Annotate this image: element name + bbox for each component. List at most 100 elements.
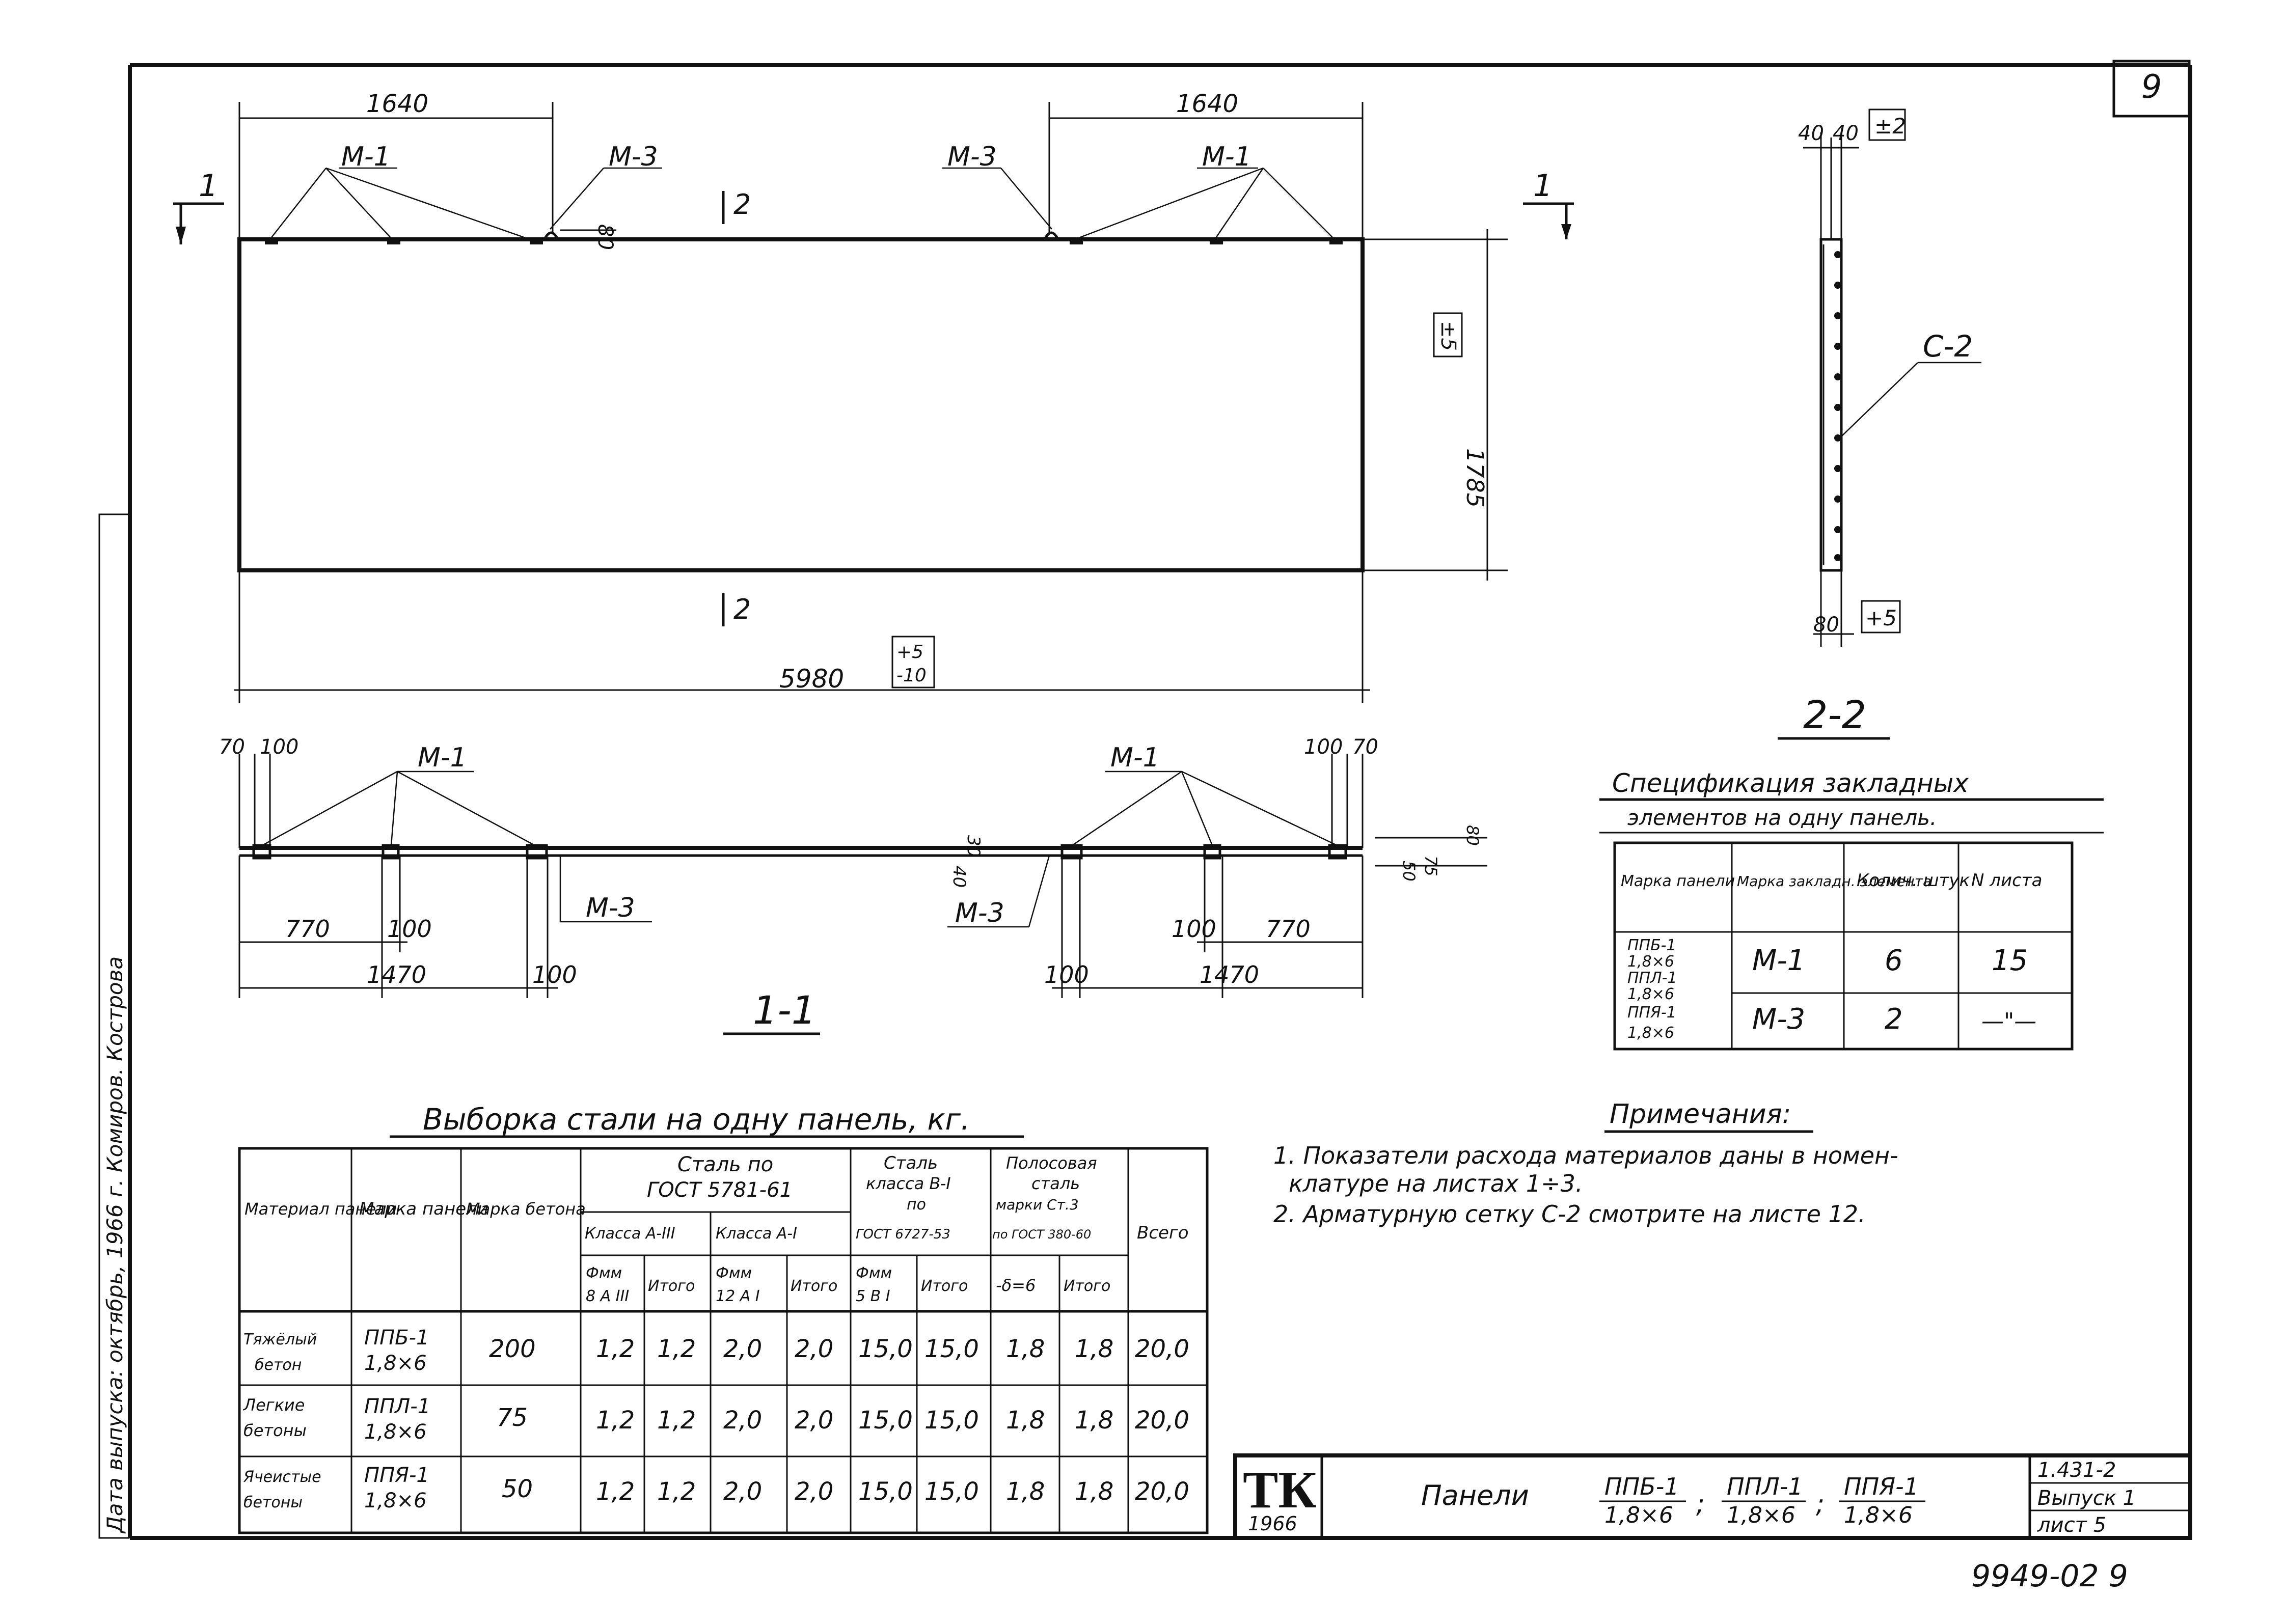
steel-h-b1-2: класса B-I: [866, 1174, 951, 1193]
row2-material-2: бетоны: [243, 1421, 307, 1440]
dim-80-top: 80: [593, 224, 617, 250]
embedded-marks-top: [265, 238, 1343, 244]
steel-h-gost-2: ГОСТ 5781-61: [647, 1178, 793, 1202]
row1-v5: 15,0: [858, 1335, 913, 1363]
row2-mark-2: 1,8×6: [364, 1420, 427, 1444]
plan-dim-40: 40: [949, 866, 969, 888]
plan-dim-80: 80: [1463, 825, 1482, 846]
row1-material-1: Тяжёлый: [243, 1331, 317, 1348]
spec-title-2: элементов на одну панель.: [1627, 805, 1937, 830]
plan-dim-100-right: 100: [1304, 735, 1343, 759]
spec-mark-2: ППЛ-1: [1627, 969, 1677, 987]
plan-dim-1470-left: 1470: [367, 961, 426, 988]
spec-el-1: М-1: [1752, 944, 1805, 977]
row2-concrete: 75: [497, 1403, 528, 1432]
notes-title: Примечания:: [1610, 1099, 1791, 1130]
section-2-2: 40 40 ±2 80 +5 С-2 2-2: [1778, 108, 1981, 740]
title-sheet: лист 5: [2037, 1513, 2106, 1537]
steel-h-b1-4: ГОСТ 6727-53: [856, 1227, 950, 1242]
spec-mark-1: ППБ-1: [1627, 937, 1676, 954]
spec-table: Спецификация закладных элементов на одну…: [1599, 768, 2104, 1051]
row3-v7: 1,8: [1006, 1477, 1045, 1506]
section-1-1: 70 100 100 70 М-1 М-1 М-3 М-3 30 40 50 7…: [219, 735, 1487, 1035]
steel-h-itogo-1: Итого: [648, 1277, 695, 1295]
title-series: 1.431-2: [2037, 1458, 2116, 1482]
length-dim: 5980: [779, 664, 844, 694]
bottom-code: 9949-02 9: [1971, 1558, 2128, 1594]
row3-mark-2: 1,8×6: [364, 1489, 427, 1512]
title-p2-top: ППЛ-1: [1727, 1473, 1803, 1500]
sec22-dim-40a: 40: [1798, 122, 1824, 145]
steel-h-d12-2: 12 А I: [716, 1287, 760, 1305]
plan-dim-1470-right: 1470: [1200, 961, 1259, 988]
length-tol-minus: -10: [896, 665, 927, 686]
sheet-number: 9: [2141, 68, 2162, 106]
row3-v9: 20,0: [1135, 1477, 1189, 1506]
row3-v1: 1,2: [596, 1477, 635, 1506]
row1-mark-2: 1,8×6: [364, 1352, 427, 1375]
spec-sheet-2: —"—: [1981, 1008, 2036, 1034]
plan-label-m1-left: М-1: [418, 742, 467, 773]
row3-mark-1: ППЯ-1: [364, 1464, 429, 1487]
dim-top-right: 1640: [1176, 90, 1238, 118]
plan-dim-100-left: 100: [260, 735, 298, 759]
label-m3-right: М-3: [947, 142, 997, 172]
row1-v2: 1,2: [657, 1335, 696, 1363]
dim-top-left: 1640: [366, 90, 428, 118]
title-sep-1: ;: [1696, 1489, 1705, 1519]
steel-h-delta: -δ=6: [996, 1276, 1036, 1295]
height-dim: 1785: [1461, 448, 1489, 508]
row3-v5: 15,0: [858, 1477, 913, 1506]
steel-h-d12-1: Фмм: [716, 1264, 752, 1282]
sec22-tol-top: ±2: [1874, 114, 1906, 139]
title-block: ТК 1966 Панели ППБ-1 1,8×6 ; ППЛ-1 1,8×6…: [1233, 1453, 2192, 1540]
plan-dim-100-c: 100: [1044, 961, 1089, 988]
steel-h-strip-3: марки Ст.3: [996, 1196, 1079, 1213]
row1-mark-1: ППБ-1: [364, 1326, 429, 1350]
steel-h-total-all: Всего: [1137, 1223, 1189, 1243]
plan-dim-70-left: 70: [219, 735, 245, 759]
length-tol-plus: +5: [896, 642, 923, 663]
sheet-frame: [128, 63, 2192, 1540]
spec-h-element: Марка закладн. элемента: [1737, 873, 1931, 890]
spec-mark-1-size: 1,8×6: [1627, 953, 1674, 971]
spec-sheet-1: 15: [1992, 944, 2028, 977]
plan-dim-70-right: 70: [1352, 735, 1378, 759]
spec-count-2: 2: [1885, 1003, 1903, 1036]
sec22-dim-40b: 40: [1833, 122, 1859, 145]
row1-v3: 2,0: [723, 1335, 762, 1363]
steel-h-b1-3: по: [907, 1196, 926, 1214]
spec-el-2: М-3: [1752, 1003, 1805, 1036]
spec-mark-3: ППЯ-1: [1627, 1004, 1676, 1022]
plan-dim-30: 30: [963, 835, 984, 857]
spec-mark-2-size: 1,8×6: [1627, 985, 1674, 1003]
steel-h-mark: Марка панели: [359, 1199, 488, 1219]
label-m1-right: М-1: [1202, 142, 1251, 172]
row2-v3: 2,0: [723, 1406, 762, 1435]
note-line-1: 1. Показатели расхода материалов даны в …: [1273, 1142, 1898, 1169]
plan-dim-770-right: 770: [1266, 915, 1311, 943]
row2-v5: 15,0: [858, 1406, 913, 1435]
plan-label-m3-right: М-3: [955, 898, 1004, 928]
note-line-3: 2. Арматурную сетку С-2 смотрите на лист…: [1273, 1200, 1866, 1228]
row3-concrete: 50: [502, 1475, 533, 1503]
plan-label-m1-right: М-1: [1110, 742, 1160, 773]
sec22-label-c2: С-2: [1923, 329, 1973, 364]
panel-outline: [237, 237, 1365, 572]
row2-v4: 2,0: [795, 1406, 833, 1435]
row1-v6: 15,0: [924, 1335, 979, 1363]
row3-v2: 1,2: [657, 1477, 696, 1506]
tk-logo: ТК: [1243, 1461, 1317, 1519]
height-tolerance: ±5: [1436, 321, 1460, 351]
steel-title: Выборка стали на одну панель, кг.: [423, 1102, 970, 1137]
row2-v7: 1,8: [1006, 1406, 1045, 1435]
steel-h-gost-1: Сталь по: [677, 1153, 773, 1176]
title-p3-bottom: 1,8×6: [1844, 1502, 1913, 1528]
steel-h-b1-1: Сталь: [884, 1153, 938, 1173]
steel-h-d5-2: 5 B I: [856, 1287, 890, 1305]
row3-material-1: Ячеистые: [243, 1468, 321, 1486]
plan-dim-100-b: 100: [532, 961, 577, 988]
spec-h-sheet: N листа: [1971, 870, 2042, 891]
steel-h-itogo-4: Итого: [1064, 1277, 1110, 1295]
steel-table: Выборка стали на одну панель, кг. Матери…: [238, 1102, 1209, 1534]
